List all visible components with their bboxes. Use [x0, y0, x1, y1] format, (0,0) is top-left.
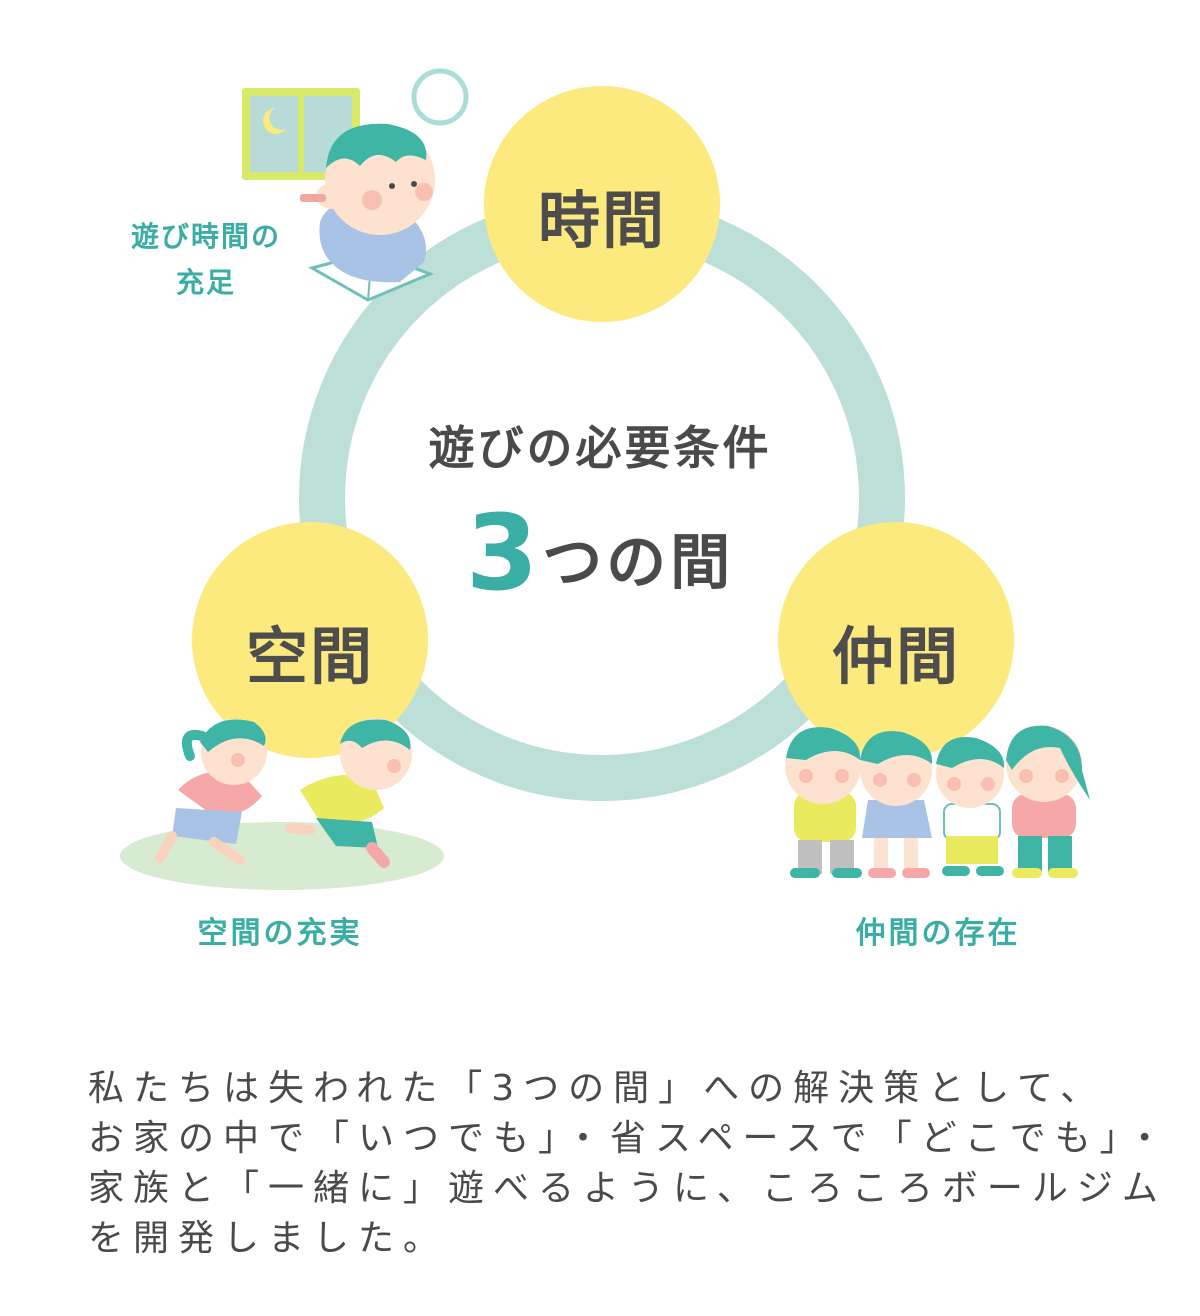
friends-caption: 仲間の存在: [855, 916, 1021, 951]
description-line-4: を開発しました。: [88, 1218, 449, 1259]
time-bubble: [484, 86, 720, 322]
center-title: 3つの間: [350, 492, 850, 614]
description-paragraph: 私たちは失われた「3つの間」への解決策として、 お家の中で「いつでも」・省スペー…: [88, 1064, 1172, 1264]
time-caption: 遊び時間の 充足: [96, 214, 316, 306]
time-caption-line1: 遊び時間の: [130, 220, 281, 253]
description-line-2: お家の中で「いつでも」・省スペースで「どこでも」・: [88, 1118, 1172, 1159]
description-line-3: 家族と「一緒に」遊べるように、ころころボールジム: [88, 1168, 1167, 1209]
space-bubble-label: 空間: [245, 620, 374, 693]
child-reading-illustration: [300, 123, 435, 302]
friends-bubble-label: 仲間: [831, 620, 960, 693]
center-heading: 遊びの必要条件: [428, 421, 772, 475]
time-caption-line2: 充足: [175, 266, 236, 299]
time-bubble-label: 時間: [537, 184, 666, 257]
children-group-illustration: [785, 725, 1090, 878]
center-number: 3: [465, 492, 543, 614]
decor-ring: [411, 68, 469, 126]
space-bubble: [192, 522, 428, 758]
description-line-1: 私たちは失われた「3つの間」への解決策として、: [88, 1068, 1106, 1109]
center-suffix: つの間: [542, 528, 735, 598]
space-caption: 空間の充実: [197, 916, 363, 951]
children-running-illustration: [120, 718, 444, 890]
friends-bubble: [778, 522, 1014, 758]
